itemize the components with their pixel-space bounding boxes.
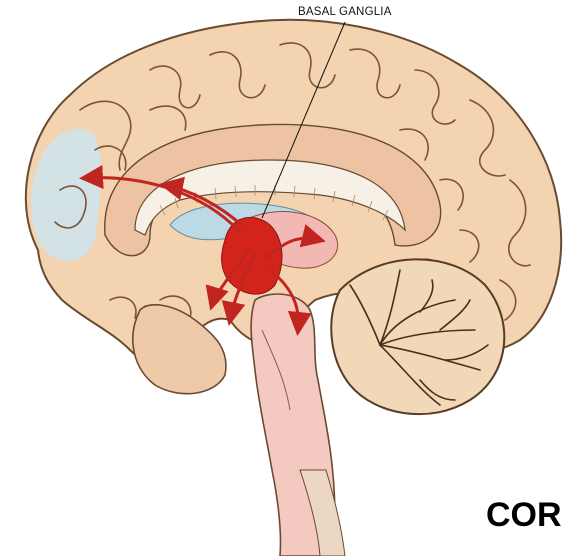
cropped-caption-text: COR <box>486 496 562 535</box>
basal-ganglia-label: BASAL GANGLIA <box>298 6 392 18</box>
basal-ganglia <box>222 217 282 294</box>
cerebellum <box>331 259 504 414</box>
